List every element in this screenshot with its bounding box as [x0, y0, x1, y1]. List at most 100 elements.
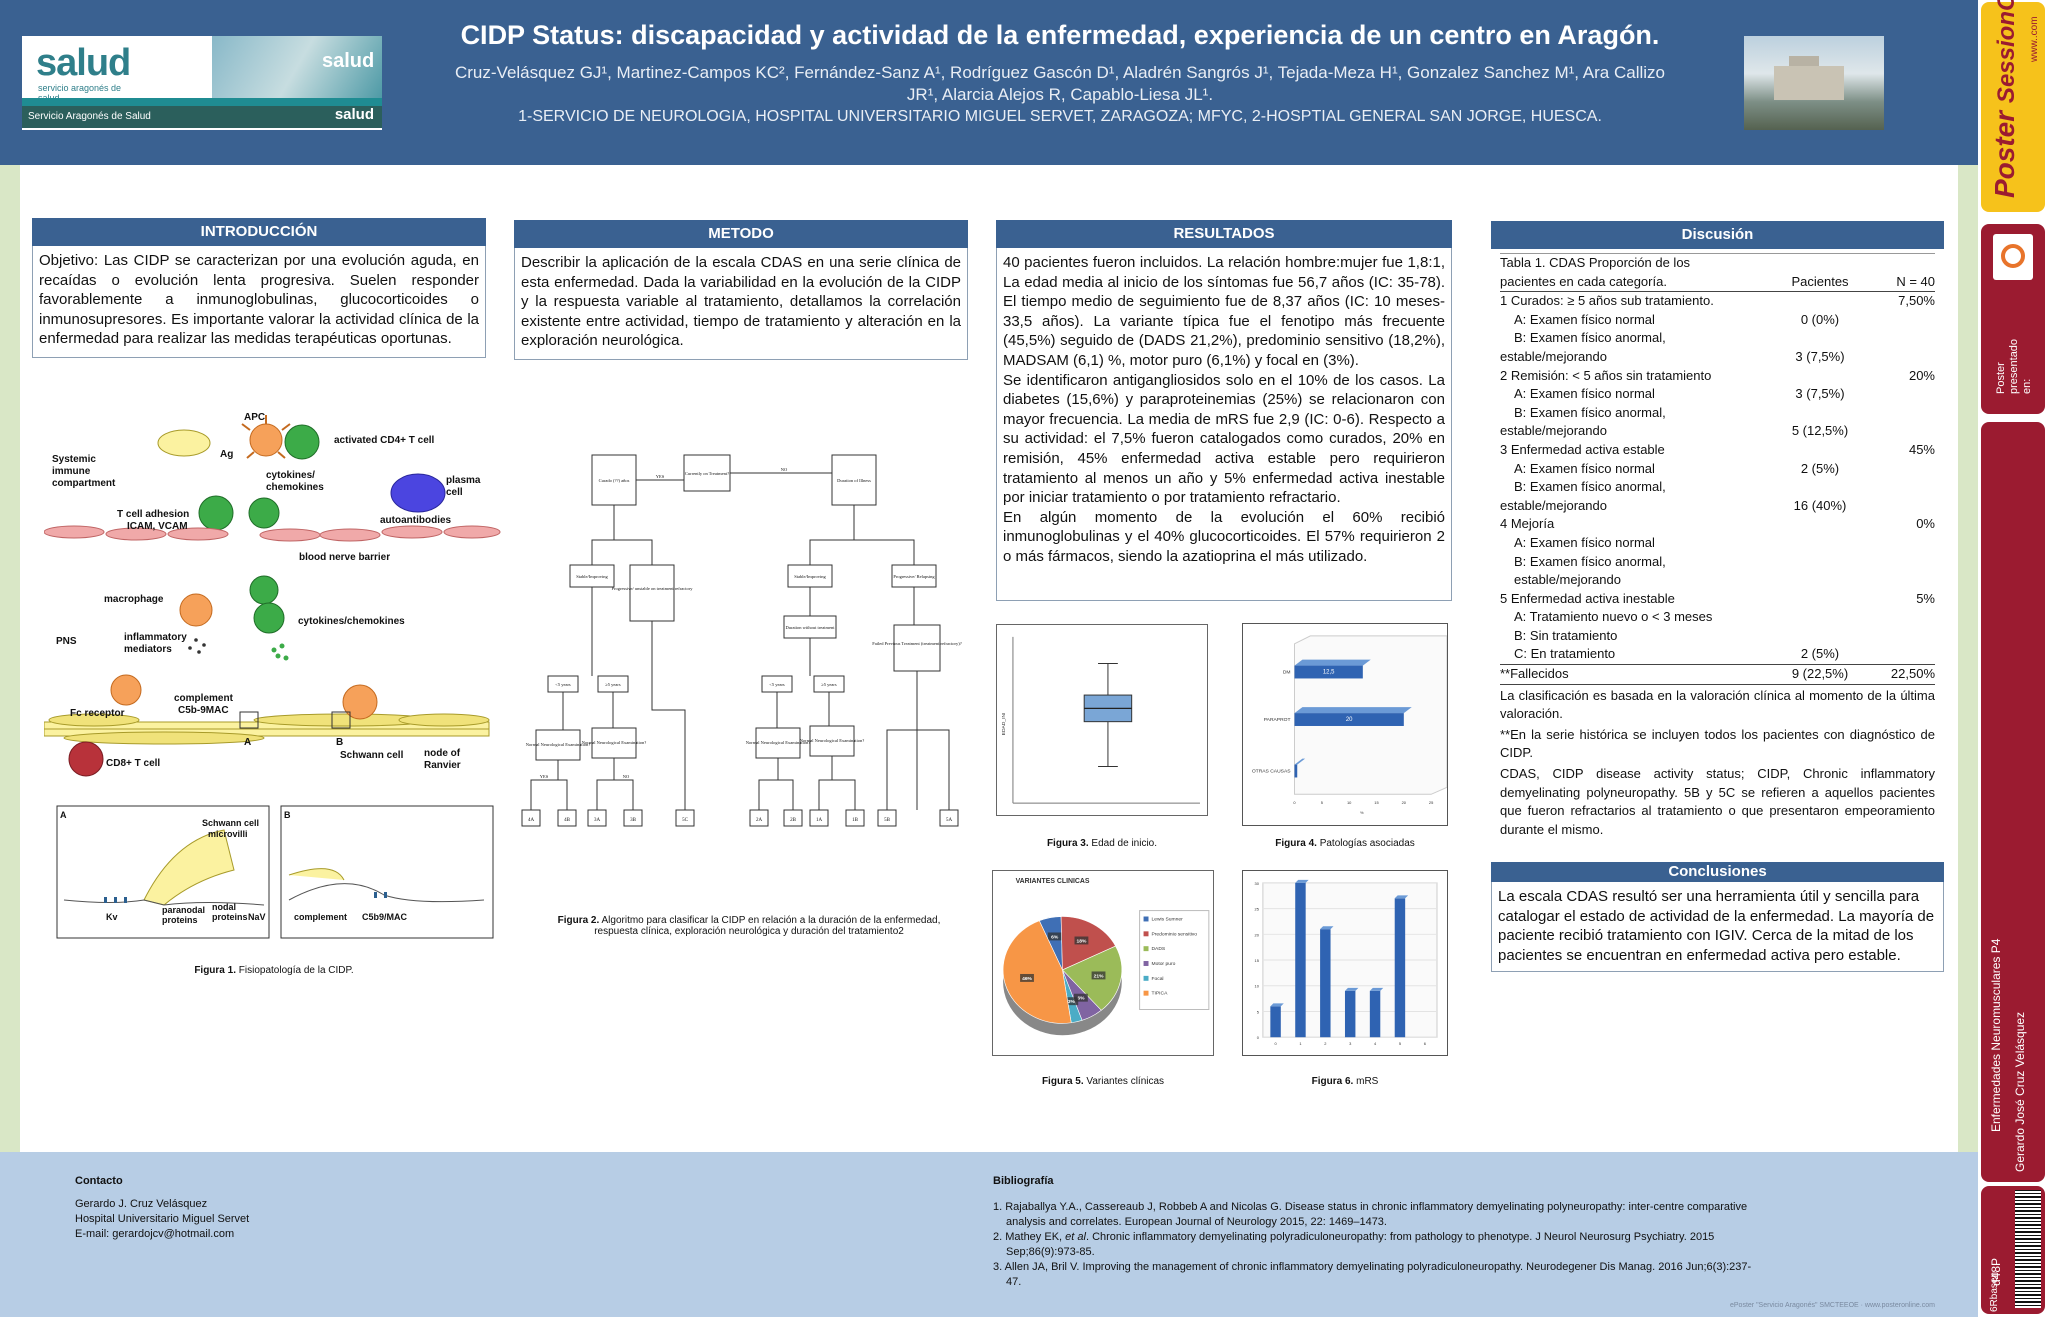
svg-text:NaV: NaV [248, 912, 266, 922]
table-row-fallecidos: **Fallecidos 9 (22,5%) 22,50% [1500, 666, 1935, 682]
authors-line-1: Cruz-Velásquez GJ¹, Martinez-Campos KC²,… [454, 63, 1666, 82]
t-cell [198, 495, 234, 531]
y-axis-label: EDAD_INI [1001, 713, 1007, 736]
legend-label: Predominio sensitivo [1151, 931, 1197, 937]
slice-label-bg [1074, 936, 1089, 945]
svg-text:B: B [284, 810, 291, 820]
table-row: B: Examen físico anormal, [1514, 404, 1666, 420]
svg-text:macrophage: macrophage [104, 594, 164, 605]
flowchart-leaf: 5A [946, 818, 953, 823]
flowchart-leaf: 1A [816, 818, 823, 823]
resultados-p2: Se identificaron antigangliosidos solo e… [1003, 371, 1445, 507]
legend-box [1139, 910, 1210, 1010]
apc-cell [241, 415, 291, 459]
svg-text:complement: complement [294, 912, 347, 922]
flowchart-leaf: 2B [790, 818, 797, 823]
slice-label: 46% [1022, 976, 1032, 982]
label-apc: APC [244, 412, 265, 423]
logo-bar-right: salud [334, 106, 374, 123]
category-label: DM [1283, 670, 1291, 676]
flowchart-leaf: 4A [528, 818, 535, 823]
category-label: PARAPROT [1264, 717, 1291, 723]
svg-text:cytokines/chemokines: cytokines/chemokines [298, 616, 405, 627]
table-row: A: Tratamiento nuevo o < 3 meses [1514, 609, 1713, 625]
sidebar-author: Gerardo José Cruz Velásquez [2013, 1011, 2027, 1172]
tick-label: 0 [1293, 800, 1296, 805]
discusion-note-3: CDAS, CIDP disease activity status; CIDP… [1500, 766, 1935, 837]
svg-text:complement: complement [174, 693, 234, 704]
discusion-body: Tabla 1. CDAS Proporción de los paciente… [1491, 249, 1944, 837]
slice-label: 6% [1051, 934, 1059, 940]
slice-label: 18% [1076, 938, 1086, 944]
svg-text:Systemic: Systemic [52, 454, 96, 465]
svg-text:mediators: mediators [124, 644, 172, 655]
slice-label: 3% [1068, 999, 1076, 1005]
svg-text:NO: NO [781, 467, 788, 472]
svg-text:Normal Neurological Examinatio: Normal Neurological Examination? [526, 742, 590, 747]
tick-label: 10 [1347, 800, 1352, 805]
poster-title: CIDP Status: discapacidad y actividad de… [460, 20, 1660, 50]
svg-text:cell: cell [446, 487, 463, 498]
svg-text:node of: node of [424, 748, 461, 759]
posteronline-brand: Poster SessionOnline www..com [1981, 0, 2045, 212]
barcode [2015, 1190, 2041, 1308]
svg-text:Progressive/ unstable on treat: Progressive/ unstable on treatment refra… [612, 586, 694, 591]
flowchart-leaf: 2A [756, 818, 763, 823]
svg-text:CD8+ T cell: CD8+ T cell [106, 758, 160, 769]
bar [1320, 929, 1331, 1038]
bar-top [1344, 987, 1359, 991]
bar [1294, 764, 1298, 778]
svg-text:plasma: plasma [446, 475, 481, 486]
svg-text:autoantibodies: autoantibodies [380, 515, 452, 526]
tick-label: 10 [1255, 984, 1260, 989]
tick-label: 5 [1399, 1041, 1402, 1046]
bar-top [1270, 1003, 1284, 1007]
flowchart-leaf: 1B [852, 818, 859, 823]
tick-label: 1 [1299, 1041, 1301, 1046]
bibliography: 1. Rajaballya Y.A., Cassereaub J, Robbeb… [993, 1201, 1752, 1288]
svg-text:Ranvier: Ranvier [424, 760, 461, 771]
svg-text:Duration without treatment: Duration without treatment [786, 625, 836, 630]
discusion-heading: Discusión [1491, 221, 1944, 249]
sidebar: Poster SessionOnline www..com Poster pre… [1978, 0, 2048, 1317]
resultados-text: 40 pacientes fueron incluidos. La relaci… [996, 248, 1452, 601]
metodo-text: Describir la aplicación de la escala CDA… [514, 248, 968, 360]
bar-top [1294, 758, 1306, 765]
tick-label: 5 [1257, 1009, 1260, 1014]
svg-text:compartment: compartment [52, 478, 116, 489]
bar-top [1294, 659, 1371, 666]
legend-swatch [1143, 975, 1149, 981]
value-label: 20 [1346, 717, 1353, 723]
svg-text:immune: immune [52, 466, 91, 477]
tick-label: 15 [1374, 800, 1379, 805]
figure-5-caption: Figura 5. Variantes clínicas [1041, 1076, 1165, 1087]
svg-text:<5 years: <5 years [769, 682, 785, 687]
tick-label: 0 [1257, 1035, 1260, 1040]
slice-label-bg [1020, 973, 1034, 982]
table-row: A: Examen físico normal [1514, 534, 1655, 550]
svg-text:Failed Previous Treatment (tre: Failed Previous Treatment (treatment ref… [872, 641, 961, 646]
svg-text:Ag: Ag [220, 449, 233, 460]
slice-label: 6% [1077, 996, 1085, 1002]
affiliation: 1-SERVICIO DE NEUROLOGIA, HOSPITAL UNIVE… [518, 108, 1602, 125]
tick-label: 2 [1324, 1041, 1326, 1046]
tick-label: 15 [1255, 958, 1260, 963]
tick-label: 0 [1274, 1041, 1277, 1046]
flowchart-leaf: 3B [630, 818, 637, 823]
bar-top [1294, 707, 1412, 714]
logo-brand: salud [36, 42, 131, 84]
logo-photo [212, 36, 382, 98]
plasma-cell-icon [390, 473, 446, 513]
macrophage-icon [179, 593, 213, 627]
legend-swatch [1143, 961, 1149, 966]
svg-text:Normal Neurological Examinatio: Normal Neurological Examination? [746, 740, 810, 745]
tick-label: 20 [1255, 932, 1260, 937]
svg-text:chemokines: chemokines [266, 482, 324, 493]
hospital-photo [1744, 36, 1884, 130]
bar [1270, 1006, 1281, 1038]
